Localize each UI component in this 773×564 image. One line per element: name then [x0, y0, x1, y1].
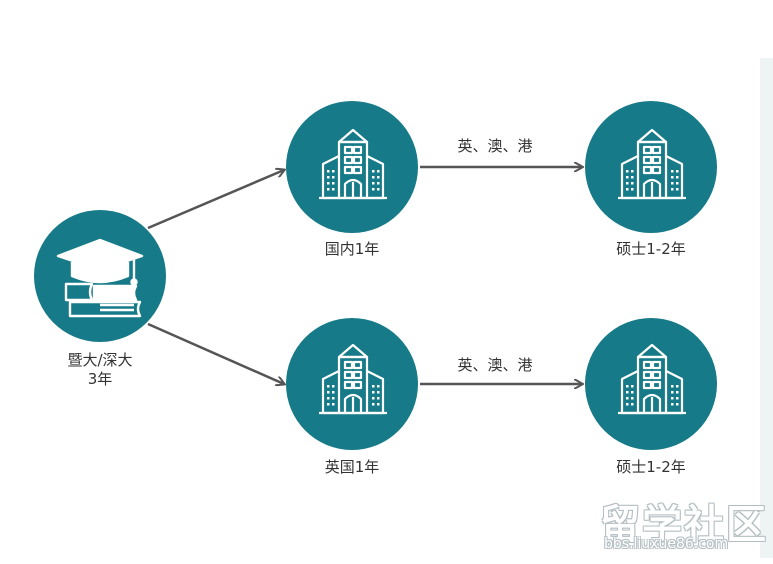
node-master-top — [585, 101, 717, 233]
master-bottom-label: 硕士1-2年 — [616, 458, 686, 476]
bottom-edge-label: 英、澳、港 — [457, 356, 533, 374]
graduation-cap-books-icon — [56, 238, 144, 318]
uk-label: 英国1年 — [324, 458, 380, 476]
right-edge-strip — [760, 58, 773, 558]
arrow-start-to-domestic — [147, 170, 284, 230]
node-domestic — [286, 101, 418, 233]
master-top-label: 硕士1-2年 — [616, 240, 686, 258]
domestic-label: 国内1年 — [324, 240, 380, 258]
watermark-url: bbs.liuxue86.com — [604, 536, 729, 552]
start-label-line1: 暨大/深大 — [67, 351, 133, 369]
watermark-logo-text: 留学社区 — [600, 502, 768, 548]
start-label-line2: 3年 — [87, 370, 113, 388]
node-start — [34, 210, 166, 342]
top-edge-label: 英、澳、港 — [457, 137, 533, 155]
node-master-bottom — [585, 318, 717, 450]
arrow-start-to-uk — [147, 322, 284, 384]
node-uk — [286, 318, 418, 450]
